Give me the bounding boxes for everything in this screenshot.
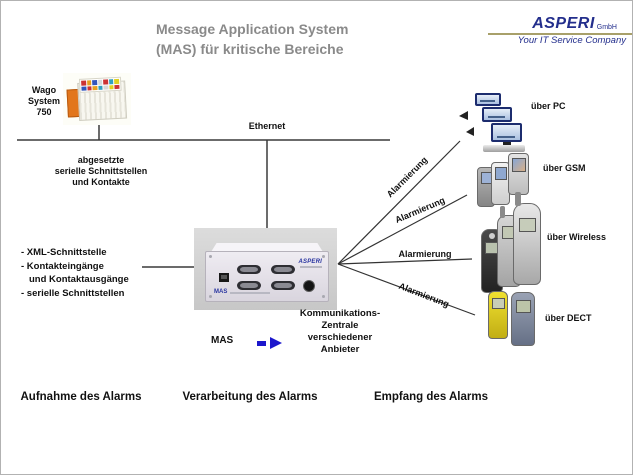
remote-interfaces-note: abgesetzte serielle Schnittstellen und K…	[55, 155, 148, 188]
ethernet-port-icon	[219, 273, 229, 282]
ethernet-label: Ethernet	[248, 121, 286, 131]
screw-icon	[209, 295, 212, 298]
interfaces-item-serial: - serielle Schnittstellen	[21, 287, 125, 299]
wago-label: Wago System 750	[28, 85, 60, 118]
dect-phone-icon	[488, 291, 508, 339]
interfaces-item-xml: - XML-Schnittstelle	[21, 247, 107, 258]
device-brand-text: ASPERI	[298, 259, 322, 265]
interfaces-item-contact-out: und Kontaktausgänge	[29, 274, 129, 285]
arrowhead-icon	[466, 127, 474, 136]
asperi-logo: ASPERI GmbH	[532, 15, 617, 33]
serial-port-icon	[237, 281, 261, 290]
device-brand-subtext	[300, 266, 322, 268]
edge-line-gsm	[337, 194, 468, 265]
receiver-label-wireless: über Wireless	[547, 232, 606, 242]
wago-module-body	[66, 74, 128, 121]
stage-label-intake: Aufnahme des Alarms	[20, 391, 142, 403]
wago-label-line1: Wago	[31, 85, 57, 95]
wago-label-line2: System	[27, 96, 61, 106]
title-line2: (MAS) für kritische Bereiche	[156, 41, 344, 57]
monitor-icon	[482, 107, 512, 122]
stage-label-reception: Empfang des Alarms	[374, 391, 488, 403]
monitor-icon	[475, 93, 501, 106]
remote-note-line3: und Kontakte	[72, 177, 130, 187]
interfaces-list: - XML-Schnittstelle - Kontakteingänge un…	[21, 246, 129, 300]
device-mas-subtext	[230, 292, 270, 294]
mas-flow-label: MAS	[211, 335, 234, 346]
page-title: Message Application System (MAS) für kri…	[156, 19, 348, 59]
logo-tagline: Your IT Service Company	[517, 35, 626, 46]
receiver-label-dect: über DECT	[545, 313, 592, 323]
hub-note-line1: Kommunikations-	[299, 308, 381, 319]
serial-port-icon	[237, 265, 261, 274]
keyboard-icon	[483, 145, 525, 152]
monitor-icon	[491, 123, 522, 142]
wago-module-image	[63, 73, 131, 125]
device-mas-text: MAS	[214, 289, 228, 295]
edge-label-wireless: Alarmierung	[398, 249, 452, 259]
stage-label-processing: Verarbeitung des Alarms	[182, 391, 318, 403]
cordless-phone-icon	[513, 192, 541, 285]
pc-group-image	[471, 91, 533, 153]
hub-note-line2: Zentrale	[321, 320, 359, 331]
mas-appliance-top	[211, 243, 323, 252]
screw-icon	[322, 295, 325, 298]
screw-icon	[209, 255, 212, 258]
wago-label-line3: 750	[36, 107, 52, 117]
remote-note-line2: serielle Schnittstellen	[54, 166, 148, 176]
wireless-group-image	[479, 192, 543, 295]
logo-suffix: GmbH	[596, 24, 617, 31]
receiver-label-pc: über PC	[531, 101, 566, 111]
arrowhead-icon	[459, 111, 468, 120]
dect-group-image	[486, 287, 544, 347]
logo-brand: ASPERI	[532, 15, 595, 32]
receiver-label-gsm: über GSM	[543, 163, 586, 173]
edge-line-wireless	[337, 258, 473, 265]
hub-note-line4: Anbieter	[320, 344, 360, 355]
logo-underline	[488, 33, 632, 35]
remote-note-line1: abgesetzte	[77, 155, 125, 165]
din-connector-icon	[303, 280, 315, 292]
monitor-stand	[503, 142, 511, 145]
edge-line-pc	[337, 140, 461, 265]
wago-color-markers	[78, 76, 122, 93]
hub-note-line3: verschiedener	[307, 332, 373, 343]
flow-arrow-icon	[257, 337, 282, 349]
mas-appliance-image: ASPERI MAS	[194, 228, 337, 310]
edge-line-dect	[337, 263, 476, 316]
screw-icon	[322, 255, 325, 258]
mas-appliance-front: ASPERI MAS	[205, 251, 329, 302]
gsm-phone-icon	[508, 153, 529, 195]
serial-port-icon	[271, 265, 295, 274]
title-line1: Message Application System	[156, 21, 349, 37]
hub-note: Kommunikations- Zentrale verschiedener A…	[300, 308, 380, 356]
interfaces-item-contact-in: - Kontakteingänge	[21, 260, 104, 272]
serial-port-icon	[271, 281, 295, 290]
dect-phone-icon	[511, 292, 535, 346]
